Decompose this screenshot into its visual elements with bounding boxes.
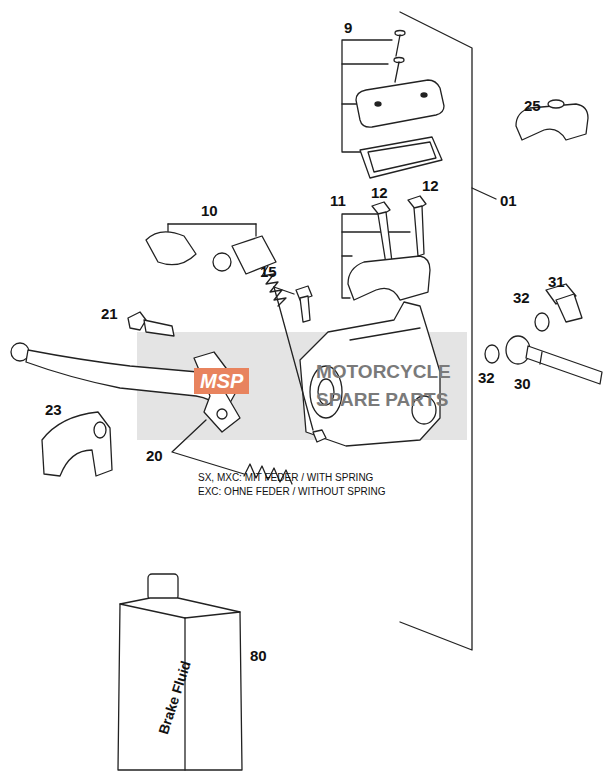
callout-number: 21 <box>101 306 118 323</box>
callout-number: 15 <box>260 264 277 281</box>
callout-number: 12 <box>371 185 388 202</box>
dust-boot <box>146 232 196 265</box>
reservoir-cover <box>356 80 444 127</box>
lever-cover <box>42 412 112 476</box>
clamp <box>348 256 430 300</box>
leader-line <box>472 188 496 199</box>
washer <box>535 313 549 331</box>
bottle-cap <box>148 574 178 600</box>
callout-number: 20 <box>146 448 163 465</box>
watermark-logo: MSP <box>194 368 249 394</box>
hose <box>506 336 530 364</box>
circlip <box>213 253 231 271</box>
washer <box>485 345 499 363</box>
callout-number: 11 <box>330 193 346 210</box>
nut <box>313 430 326 442</box>
variant-note: EXC: OHNE FEDER / WITHOUT SPRING <box>198 486 386 497</box>
callout-number: 10 <box>201 203 218 220</box>
diaphragm <box>360 137 442 178</box>
callout-number: 01 <box>500 193 517 210</box>
callout-number: 32 <box>478 370 495 387</box>
callout-number: 12 <box>422 178 439 195</box>
callout-number: 25 <box>524 98 541 115</box>
watermark-text: SPARE PARTS <box>316 390 448 411</box>
callout-number: 32 <box>513 290 530 307</box>
callout-number: 9 <box>344 20 352 37</box>
brake-fluid-bottle <box>118 598 242 770</box>
adjuster <box>128 312 146 330</box>
watermark-text: MOTORCYCLE <box>316 362 451 383</box>
callout-number: 30 <box>514 376 531 393</box>
variant-note: SX, MXC: MIT FEDER / WITH SPRING <box>198 472 373 483</box>
bolt <box>372 196 426 264</box>
callout-number: 80 <box>250 648 267 665</box>
callout-number: 23 <box>45 402 62 419</box>
callout-number: 31 <box>548 274 565 291</box>
screw <box>394 31 405 83</box>
